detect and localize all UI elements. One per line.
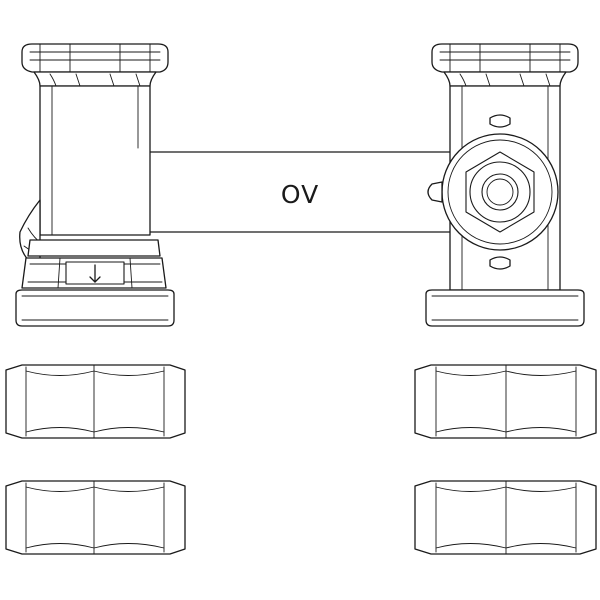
hex-nut-bottom-left [5,480,186,555]
hex-nut-top-left [5,364,186,439]
bottom-lug [489,256,511,270]
left-lug [427,181,443,203]
down-arrow-icon [89,264,101,283]
left-valve-body [15,43,175,327]
right-valve-body [425,43,585,327]
hex-nut-bottom-right [414,480,597,555]
hex-nut-top-right [414,364,597,439]
valve-label: OV [281,180,319,209]
top-lug [489,114,511,128]
